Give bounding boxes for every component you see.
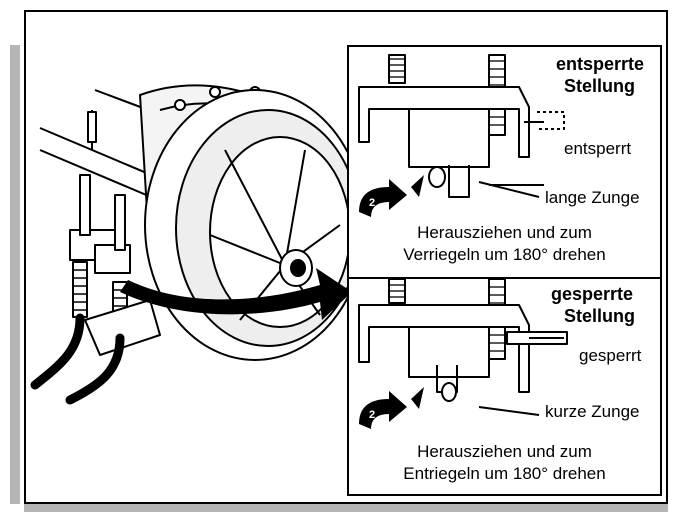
bottom-tongue-label: kurze Zunge	[545, 402, 640, 421]
bottom-step-2: 2	[369, 409, 376, 421]
top-caption-line1: Herausziehen und zum	[417, 223, 592, 242]
frame-shadow-left	[10, 45, 20, 504]
top-state-title-line2: Stellung	[564, 76, 635, 96]
bottom-caption: Herausziehen und zum Entriegeln um 180° …	[349, 441, 660, 485]
top-panel-drawing	[358, 54, 565, 198]
top-rotation-arrows	[359, 175, 424, 217]
bottom-state-title-line2: Stellung	[564, 306, 635, 326]
bottom-state-title-line1: gesperrte	[551, 284, 634, 304]
bottom-step-1: 1	[404, 387, 411, 399]
top-step-2: 2	[369, 197, 376, 209]
detail-inset: entsperrte Stellung entsperrt lange Zung…	[347, 45, 662, 496]
top-caption-line2: Verriegeln um 180° drehen	[403, 245, 606, 265]
frame-shadow-bottom	[24, 504, 668, 512]
panel-divider	[349, 277, 660, 279]
release-bolt-detail-drawing	[358, 54, 568, 429]
bottom-caption-line1: Herausziehen und zum	[417, 442, 592, 461]
top-caption: Herausziehen und zum Verriegeln um 180° …	[349, 222, 660, 266]
top-step-1: 1	[404, 175, 411, 187]
bottom-rotation-arrows	[359, 387, 424, 429]
bottom-state-label: gesperrt	[579, 346, 642, 365]
bottom-caption-line2: Entriegeln um 180° drehen	[403, 464, 606, 484]
top-state-label: entsperrt	[564, 139, 632, 158]
bottom-panel-drawing	[358, 278, 568, 416]
top-tongue-label: lange Zunge	[545, 188, 640, 207]
top-state-title-line1: entsperrte	[556, 54, 645, 74]
